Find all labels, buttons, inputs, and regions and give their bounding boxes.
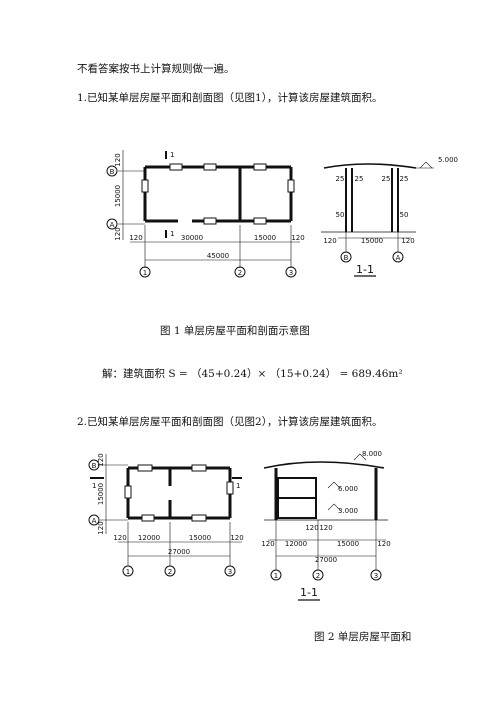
section2-title: 1-1 — [300, 586, 318, 599]
section2-elev-8: 8.000 — [362, 450, 382, 458]
question-2-text: 2.已知某单层房屋平面和剖面图（见图2），计算该房屋建筑面积。 — [77, 416, 383, 428]
section2-grid-2: 2 — [316, 572, 320, 580]
section2-dim-12000: 12000 — [285, 540, 307, 548]
question-1-text: 1.已知某单层房屋平面和剖面图（见图1），计算该房屋建筑面积。 — [77, 92, 383, 104]
plan2-dim-120-right: 120 — [230, 534, 243, 542]
plan2-cut-mark-left: 1 — [92, 482, 96, 490]
plan2-dim-120-left: 120 — [113, 534, 126, 542]
plan2-dim-15000-h: 15000 — [189, 534, 211, 542]
plan1-dim-15000-h: 15000 — [254, 234, 276, 242]
section2-dim-120-r: 120 — [377, 540, 390, 548]
plan1-cut-mark-bottom: 1 — [170, 230, 174, 238]
section2-dim-27000: 27000 — [315, 556, 337, 564]
plan2-grid-3: 3 — [228, 568, 232, 576]
plan1-grid-3: 3 — [289, 269, 293, 277]
figure-2-caption: 图 2 单层房屋平面和 — [314, 631, 412, 643]
section2-elev-3: 3.000 — [338, 507, 358, 515]
section2-elev-6: 6.000 — [338, 485, 358, 493]
section1-dim-15000: 15000 — [361, 237, 383, 245]
plan2-grid-2: 2 — [168, 568, 172, 576]
plan2-dim-120-bottom: 120 — [97, 521, 105, 534]
section1-d25a: 25 — [336, 175, 345, 183]
plan2-cut-mark-right: 1 — [236, 482, 240, 490]
plan1-dim-120-right: 120 — [291, 234, 304, 242]
plan1-dim-120-top: 120 — [114, 153, 122, 166]
section1-dim-120-r: 120 — [401, 237, 414, 245]
section1-grid-b: B — [344, 254, 349, 262]
figure-2-plan: B A 120 15000 120 1 1 120 12000 15000 12… — [88, 453, 244, 577]
plan2-axis-a: A — [92, 517, 97, 525]
plan1-dim-15000: 15000 — [114, 185, 122, 207]
plan2-dim-12000: 12000 — [138, 534, 160, 542]
figure-2-section: 8.000 6.000 3.000 120 120 120 12000 1500… — [261, 450, 391, 601]
plan2-dim-27000: 27000 — [168, 548, 190, 556]
question-1-solution: 解：建筑面积 S = （45+0.24）× （15+0.24） = 689.46… — [102, 368, 403, 380]
section2-dim-120-mid-a: 120 — [305, 524, 318, 532]
section1-title: 1-1 — [356, 263, 374, 276]
plan2-axis-b: B — [92, 462, 97, 470]
plan1-dim-45000: 45000 — [207, 252, 229, 260]
plan1-dim-30000: 30000 — [181, 234, 203, 242]
section1-d25c: 25 — [382, 175, 391, 183]
plan1-axis-a: A — [110, 221, 115, 229]
section1-d25d: 25 — [400, 175, 409, 183]
section1-d25b: 25 — [355, 175, 364, 183]
section1-grid-a: A — [396, 254, 401, 262]
section2-dim-120-mid-b: 120 — [319, 524, 332, 532]
plan1-grid-1: 1 — [143, 269, 147, 277]
section2-dim-15000: 15000 — [337, 540, 359, 548]
intro-text: 不看答案按书上计算规则做一遍。 — [77, 63, 235, 75]
plan1-dim-120-bottom: 120 — [114, 227, 122, 240]
section1-dim-120-l: 120 — [323, 237, 336, 245]
plan-walls — [143, 165, 293, 223]
section2-grid-3: 3 — [374, 572, 378, 580]
figure-1-caption: 图 1 单层房屋平面和剖面示意图 — [160, 325, 310, 337]
plan1-cut-mark-top: 1 — [170, 151, 174, 159]
plan1-dim-120-left: 120 — [129, 234, 142, 242]
section2-grid-1: 1 — [274, 572, 278, 580]
plan2-dim-120-top: 120 — [97, 453, 105, 466]
section1-d50b: 50 — [400, 211, 409, 219]
section2-dim-120-l: 120 — [261, 540, 274, 548]
plan2-dim-15000: 15000 — [97, 483, 105, 505]
figure-1-plan: B A 120 15000 120 1 1 120 30000 15000 12… — [106, 150, 305, 278]
section1-elev: 5.000 — [438, 156, 458, 164]
plan1-axis-b: B — [110, 168, 115, 176]
plan1-grid-2: 2 — [238, 269, 242, 277]
section1-d50a: 50 — [336, 211, 345, 219]
figure-1-section: 5.000 25 25 25 25 50 50 120 15000 120 B … — [321, 156, 458, 277]
plan2-grid-1: 1 — [126, 568, 130, 576]
